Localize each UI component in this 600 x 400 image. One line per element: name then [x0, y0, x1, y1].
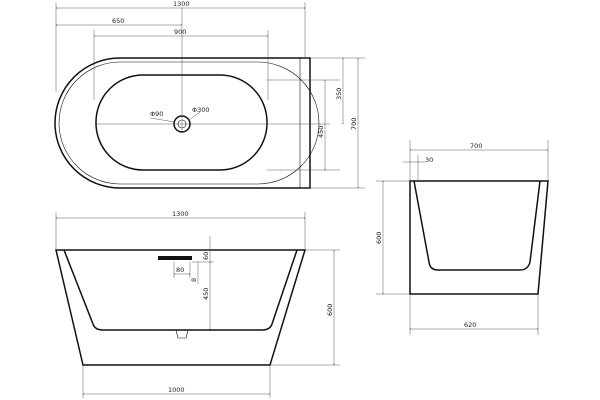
front-view-inner: [63, 249, 298, 331]
top-view-basin: [95, 74, 268, 171]
dim-top-900: 900: [174, 28, 186, 36]
dim-front-450: 450: [202, 288, 210, 300]
dim-front-8: 8: [190, 278, 198, 282]
top-view: 1300 650 900 700 350 450 Φ90 Φ300: [54, 0, 365, 189]
label-drain-small: Φ90: [150, 110, 163, 118]
dim-side-30: 30: [425, 156, 433, 164]
front-view-overflow: [158, 256, 192, 260]
dim-top-350: 350: [335, 88, 343, 100]
front-view-drain: [175, 329, 189, 339]
dim-front-600: 600: [326, 304, 334, 316]
dim-top-700: 700: [350, 118, 358, 130]
label-drain-large: Φ300: [192, 106, 210, 114]
side-view-shell: [409, 180, 549, 295]
top-view-outer-shell: [54, 57, 311, 189]
dim-side-620: 620: [464, 321, 476, 329]
dim-front-1000: 1000: [168, 386, 185, 394]
dim-top-650: 650: [112, 17, 124, 25]
dim-top-450: 450: [317, 126, 325, 138]
front-view: 1300 60 80 8 450 600 1000: [55, 210, 340, 398]
side-view: 700 30 600 620: [375, 140, 549, 335]
dim-side-600: 600: [375, 232, 383, 244]
dim-top-1300: 1300: [173, 0, 190, 8]
side-view-inner: [413, 180, 541, 271]
dim-side-700: 700: [470, 142, 482, 150]
dim-front-80: 80: [176, 266, 184, 274]
top-view-rim-inner: [58, 61, 320, 185]
dim-front-1300: 1300: [172, 210, 189, 218]
dim-front-60: 60: [202, 252, 210, 260]
